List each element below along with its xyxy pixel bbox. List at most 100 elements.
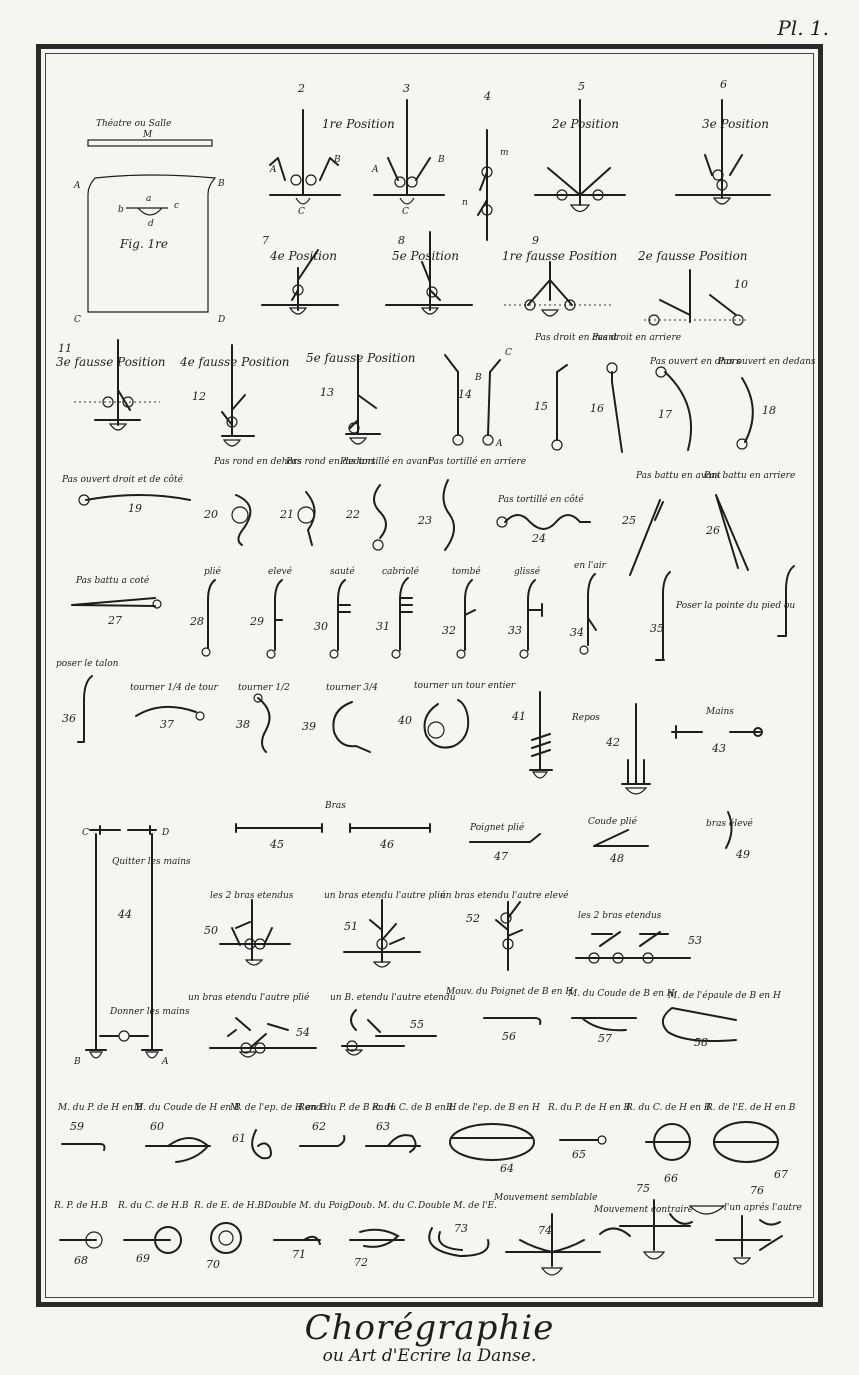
fig-31-cabriole: cabriolé 31 xyxy=(376,566,420,658)
fig-6-num: 6 xyxy=(720,78,727,91)
fig-16-label: Pas droit en arriere xyxy=(591,333,681,343)
fig-75-top-mark xyxy=(690,1206,724,1214)
fig-30-saute: sauté 30 xyxy=(314,566,355,658)
fig-28-num: 28 xyxy=(189,615,204,628)
fig-32-foot xyxy=(457,650,465,658)
fig-71-num: 71 xyxy=(292,1248,306,1261)
fig1-stage-bar xyxy=(88,140,212,146)
fig-37-foot xyxy=(196,712,204,720)
fig-57-num: 57 xyxy=(598,1032,612,1045)
fig-15-num: 15 xyxy=(534,400,548,413)
fig-72-symbol xyxy=(350,1230,404,1247)
fig-44-num: 44 xyxy=(117,908,132,921)
fig-59-num: 59 xyxy=(70,1120,84,1133)
fig-53-symbol xyxy=(576,932,690,958)
row-1-positions: 2 1re Position A B C 3 A B C 4 m n 5 2e … xyxy=(269,78,770,240)
fig-54-label: un bras etendu l'autre plié xyxy=(188,992,310,1003)
fig-3-num: 3 xyxy=(403,82,410,95)
fig-2-label: 1re Position xyxy=(322,117,395,131)
fig-52-symbol xyxy=(496,902,522,970)
fig-72-label: Doub. M. du C. xyxy=(347,1201,417,1211)
fig1-corner-b: B xyxy=(217,179,225,189)
fig-7-label: 4e Position xyxy=(269,249,337,263)
fig-19-symbol xyxy=(86,495,190,500)
fig-18-symbol xyxy=(742,378,753,442)
fig1-inner-d: d xyxy=(148,219,154,229)
fig-22-label: Pas tortillé en avant xyxy=(339,456,432,467)
fig-11-num: 11 xyxy=(58,342,72,355)
fig-63-symbol xyxy=(366,1135,420,1152)
fig-12-num: 12 xyxy=(192,390,206,403)
fig1-corner-d: D xyxy=(217,315,225,325)
fig-10-label: 2e fausse Position xyxy=(637,249,748,263)
fig-57-label: M. du Coude de B en H xyxy=(567,989,675,999)
fig-4-num: 4 xyxy=(483,90,491,103)
fig-76-body xyxy=(734,1258,750,1264)
fig-11-label: 3e fausse Position xyxy=(56,355,166,369)
fig-21-loop xyxy=(298,507,314,523)
fig-52-num: 52 xyxy=(466,912,480,925)
fig-36-symbol xyxy=(78,676,92,742)
fig-44-bodies xyxy=(90,1052,158,1058)
fig-50-symbol xyxy=(220,900,290,960)
fig-4-sub-n: n xyxy=(462,198,468,208)
fig-25-symbol xyxy=(630,500,663,575)
fig-4-sub-m: m xyxy=(500,148,509,158)
fig-68-num: 68 xyxy=(74,1254,88,1267)
fig-70-inner xyxy=(219,1231,233,1245)
fig-14-foot-b xyxy=(483,435,493,445)
fig-52-label: un bras etendu l'autre elevé xyxy=(440,890,569,901)
fig-67-label: R. de l'E. de H en B xyxy=(705,1103,796,1113)
fig-28-foot xyxy=(202,648,210,656)
fig-50-num: 50 xyxy=(204,924,218,937)
fig-29-foot xyxy=(267,650,275,658)
fig-19-num: 19 xyxy=(128,502,142,515)
fig-31-num: 31 xyxy=(376,620,390,633)
row-5-movements: Pas battu a coté 27 plié 28 elevé 29 sau… xyxy=(72,561,795,660)
fig-13-num: 13 xyxy=(320,386,334,399)
fig-61-symbol xyxy=(252,1130,271,1158)
fig-18-foot xyxy=(737,439,747,449)
fig-44-top-d: D xyxy=(161,828,169,838)
fig-42-label: Repos xyxy=(571,713,600,723)
fig-48-label: Coude plié xyxy=(588,816,638,827)
fig-33-foot xyxy=(520,650,528,658)
fig-19-label: Pas ouvert droit et de côté xyxy=(61,474,184,485)
fig-34-num: 34 xyxy=(570,626,584,639)
fig-16-num: 16 xyxy=(590,402,604,415)
fig-23-symbol xyxy=(443,480,454,550)
fig-38-label: tourner 1/2 xyxy=(238,683,290,693)
fig-33-glisse: glissé 33 xyxy=(508,566,542,658)
fig-17-num: 17 xyxy=(658,408,672,421)
fig-9-label: 1re fausse Position xyxy=(502,249,617,263)
fig-33-label: glissé xyxy=(514,566,541,577)
fig-14-num: 14 xyxy=(458,388,472,401)
fig-2-foot-b xyxy=(306,175,316,185)
fig-49-symbol xyxy=(726,812,732,848)
fig-30-foot xyxy=(330,650,338,658)
fig-37-label: tourner 1/4 de tour xyxy=(130,683,219,693)
fig-14-sub-c: C xyxy=(505,348,512,358)
fig-47-num: 47 xyxy=(493,850,508,863)
fig-58-label: M. de l'épaule de B en H xyxy=(667,990,781,1001)
fig-42-num: 42 xyxy=(605,736,620,749)
fig1-inner-b: b xyxy=(118,205,124,215)
fig-30-symbol xyxy=(338,580,350,650)
row-3-positions: 11 3e fausse Position 4e fausse Position… xyxy=(56,333,816,452)
fig-28-plie: plié 28 xyxy=(189,566,222,656)
fig-30-num: 30 xyxy=(314,620,328,633)
fig-60-label: M. du Coude de H en B xyxy=(133,1103,241,1113)
fig-62-num: 62 xyxy=(312,1120,326,1133)
fig-10-num: 10 xyxy=(734,278,748,291)
fig-76-symbol xyxy=(716,1216,782,1256)
fig-29-num: 29 xyxy=(249,615,264,628)
fig-55-num: 55 xyxy=(410,1018,424,1031)
fig-24-num: 24 xyxy=(531,532,546,545)
fig-41-body xyxy=(533,772,547,778)
fig-34-label: en l'air xyxy=(574,561,607,571)
fig-42-symbol xyxy=(622,704,650,784)
fig-44-quitter: Quitter les mains xyxy=(112,857,191,867)
fig-74-label: Mouvement semblable xyxy=(493,1193,597,1203)
row-11-double: R. P. de H.B 68 R. du C. de H.B 69 R. de… xyxy=(53,1182,802,1275)
fig-65-foot xyxy=(598,1136,606,1144)
